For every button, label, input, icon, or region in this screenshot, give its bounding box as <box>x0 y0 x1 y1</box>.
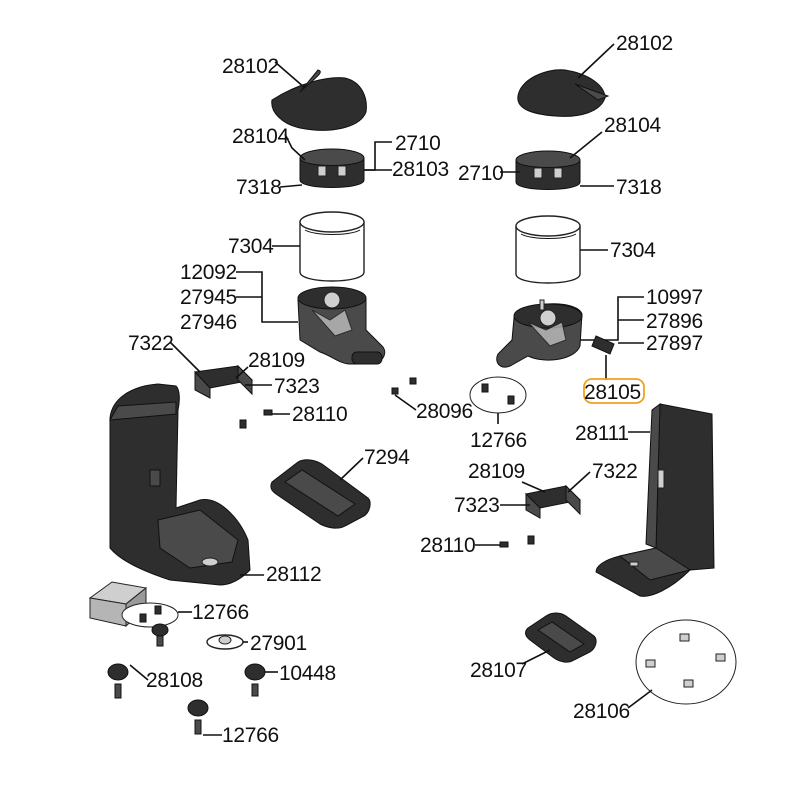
leader-28102-left <box>274 61 306 89</box>
label-28109-right: 28109 <box>468 460 525 483</box>
label-28106: 28106 <box>573 700 630 723</box>
leader-7322-right <box>567 471 591 493</box>
label-7322-left: 7322 <box>128 332 174 355</box>
label-7323-left: 7323 <box>274 375 320 398</box>
label-7318-left: 7318 <box>236 176 282 199</box>
part-12766-right-group[interactable] <box>469 376 527 414</box>
leader-28106 <box>627 689 653 709</box>
part-foot-left[interactable] <box>107 663 129 699</box>
label-28103: 28103 <box>392 158 449 181</box>
label-7322-right: 7322 <box>592 460 638 483</box>
label-7294: 7294 <box>364 446 410 469</box>
label-27901: 27901 <box>250 632 307 655</box>
leader-28108 <box>129 664 149 681</box>
leader-28109-right <box>521 481 546 493</box>
label-27896: 27896 <box>646 310 703 333</box>
part-28110-right-screws[interactable] <box>499 535 535 548</box>
part-bracket-right[interactable] <box>524 484 582 519</box>
label-7304-left: 7304 <box>228 235 274 258</box>
label-2710-right: 2710 <box>458 162 504 185</box>
part-28107-tray[interactable] <box>525 612 597 663</box>
label-27946: 27946 <box>180 311 237 334</box>
label-10997: 10997 <box>646 286 703 309</box>
part-28102-right-lid[interactable] <box>517 69 610 117</box>
leader-28104-left <box>284 133 306 161</box>
part-27901-washer[interactable] <box>206 634 244 650</box>
label-28105: 28105 <box>584 381 641 404</box>
part-28096-screws[interactable] <box>391 377 417 395</box>
label-7304-right: 7304 <box>610 239 656 262</box>
part-28112-base[interactable] <box>109 383 251 586</box>
label-28110-right: 28110 <box>420 534 475 557</box>
label-27945: 27945 <box>180 286 237 309</box>
label-28111: 28111 <box>575 422 629 445</box>
label-28110-left: 28110 <box>292 403 347 426</box>
label-27897: 27897 <box>646 332 703 355</box>
label-12766-c: 12766 <box>470 429 527 452</box>
label-28104-right: 28104 <box>604 114 662 137</box>
label-10448: 10448 <box>279 662 336 685</box>
part-28104-left-ring[interactable] <box>299 148 365 188</box>
part-grinder-body-right[interactable] <box>496 299 583 368</box>
leader-28102-right <box>577 43 615 79</box>
leader-body-right <box>580 296 644 341</box>
label-2710-left: 2710 <box>395 132 441 155</box>
part-28111-base[interactable] <box>595 402 715 597</box>
leader-28104-right <box>569 131 603 159</box>
label-28104-left: 28104 <box>232 125 290 148</box>
label-28096: 28096 <box>416 400 473 423</box>
label-12766-a: 12766 <box>192 601 249 624</box>
label-12766-b: 12766 <box>222 724 279 747</box>
part-grinder-body-left[interactable] <box>297 286 386 365</box>
part-10448-foot[interactable] <box>244 663 266 697</box>
part-12766-left-group[interactable] <box>121 602 179 647</box>
label-7323-right: 7323 <box>454 494 500 517</box>
part-28106-mat[interactable] <box>635 619 737 705</box>
part-28110-left-screws[interactable] <box>239 409 273 429</box>
leader-7294 <box>339 457 364 481</box>
leader-7322-left <box>169 341 201 373</box>
leader-7318-left <box>279 184 303 188</box>
leader-2710-left <box>364 141 392 171</box>
leader-28107 <box>521 649 551 665</box>
part-28104-right-ring[interactable] <box>515 150 581 190</box>
part-7294-tray[interactable] <box>270 459 371 529</box>
label-28102-right: 28102 <box>616 32 673 55</box>
label-7318-right: 7318 <box>616 176 662 199</box>
label-28102-left: 28102 <box>222 55 279 78</box>
label-28109-left: 28109 <box>248 349 305 372</box>
part-28102-left-lid[interactable] <box>271 69 367 131</box>
label-28108: 28108 <box>146 669 203 692</box>
leader-28109-left <box>235 366 249 379</box>
leader-28096 <box>394 394 417 411</box>
part-28105-strip[interactable] <box>591 335 615 355</box>
label-28107: 28107 <box>470 659 527 682</box>
label-12092: 12092 <box>180 261 237 284</box>
label-28112: 28112 <box>266 563 321 586</box>
part-12766-foot[interactable] <box>187 699 209 735</box>
part-7304-right-cylinder[interactable] <box>515 215 581 284</box>
highlight-28105[interactable] <box>583 378 645 404</box>
part-7304-left-cylinder[interactable] <box>299 211 365 282</box>
